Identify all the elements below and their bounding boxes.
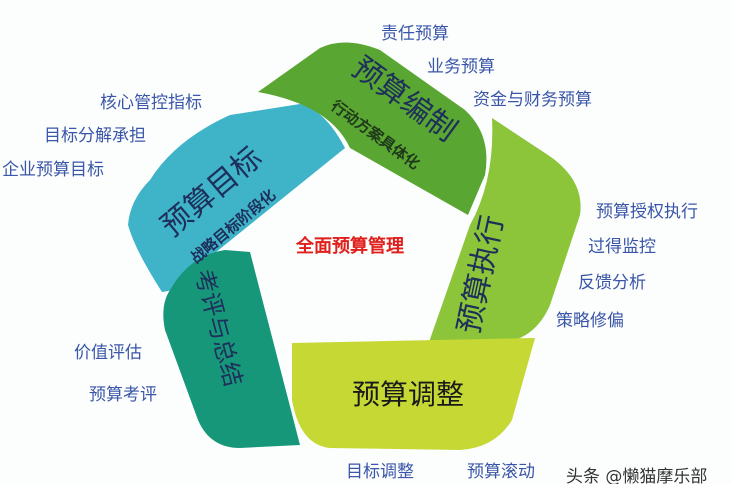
item-label: 企业预算目标 bbox=[2, 160, 104, 180]
item-label: 目标调整 bbox=[346, 462, 414, 482]
item-label: 预算滚动 bbox=[467, 462, 535, 482]
segment-evaluation bbox=[163, 250, 300, 448]
item-label: 资金与财务预算 bbox=[473, 90, 592, 110]
item-label: 价值评估 bbox=[74, 343, 142, 363]
segment-budget-execute bbox=[428, 118, 581, 345]
item-label: 业务预算 bbox=[427, 57, 495, 77]
item-label: 责任预算 bbox=[381, 24, 449, 44]
item-label: 策略修偏 bbox=[556, 311, 624, 331]
segment-budget-target bbox=[128, 104, 345, 292]
segment-budget-adjust bbox=[292, 338, 535, 450]
item-label: 预算考评 bbox=[89, 385, 157, 405]
item-label: 过得监控 bbox=[588, 237, 656, 257]
item-label: 目标分解承担 bbox=[44, 126, 146, 146]
item-label: 核心管控指标 bbox=[100, 93, 202, 113]
watermark: 头条 @懒猫摩乐部 bbox=[566, 467, 708, 484]
item-label: 预算授权执行 bbox=[596, 202, 698, 222]
center-title: 全面预算管理 bbox=[295, 235, 404, 257]
segment-title: 预算调整 bbox=[352, 378, 464, 411]
item-label: 反馈分析 bbox=[578, 273, 646, 293]
segment-budget-compile bbox=[258, 42, 487, 215]
